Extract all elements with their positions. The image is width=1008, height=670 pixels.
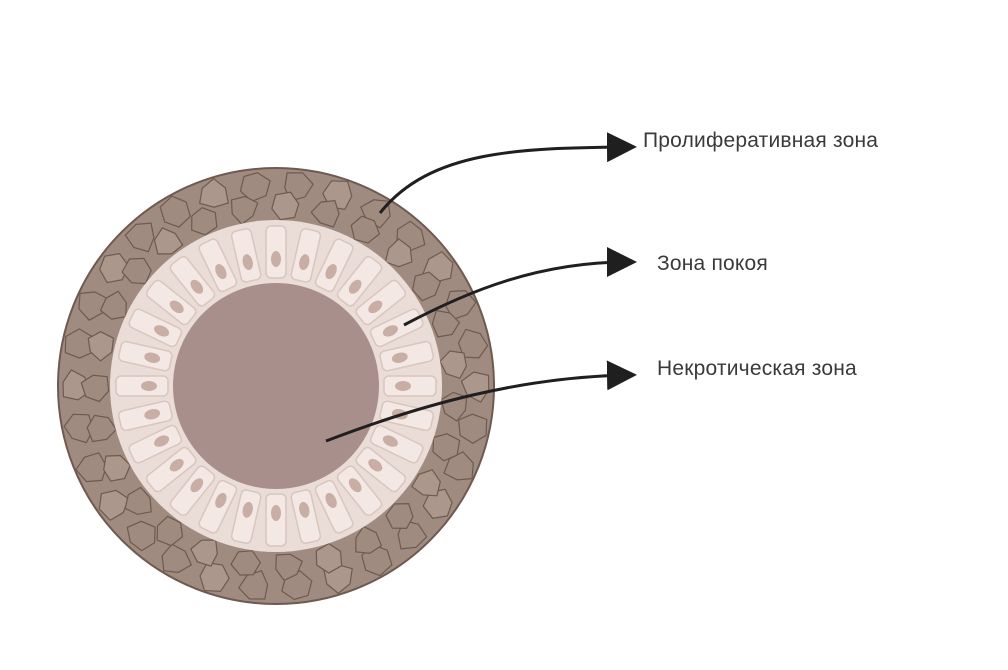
cell-nucleus [144, 409, 161, 420]
cell-nucleus [391, 352, 408, 363]
quiescent-cell [198, 238, 238, 293]
quiescent-cell [230, 489, 262, 544]
cell-nucleus [368, 458, 383, 472]
proliferative-cell [161, 543, 193, 574]
cell-nucleus [190, 279, 204, 294]
label-proliferative-zone: Пролиферативная зона [643, 129, 879, 152]
cell-nucleus [169, 458, 184, 472]
cell-nucleus [154, 435, 170, 447]
proliferative-cell [199, 562, 230, 593]
quiescent-cell [265, 493, 287, 547]
arrow-proliferative [378, 132, 637, 214]
proliferative-cell [275, 553, 304, 582]
proliferative-cell [159, 195, 191, 228]
quiescent-cell [128, 308, 183, 348]
quiescent-cell [145, 446, 197, 493]
quiescent-cell [198, 479, 238, 534]
proliferative-cell [457, 413, 488, 445]
proliferative-cell [230, 550, 262, 576]
quiescent-cell [128, 424, 183, 464]
cell-nucleus [169, 300, 184, 314]
cell-nucleus [368, 300, 383, 314]
proliferative-cell [271, 191, 300, 221]
quiescent-layer [110, 220, 442, 552]
quiescent-cell [290, 489, 322, 544]
quiescent-cell [290, 228, 322, 283]
quiescent-cell [336, 465, 383, 517]
proliferative-cell [124, 486, 152, 515]
proliferative-cell [310, 199, 340, 228]
proliferative-cell [238, 569, 269, 600]
cell-nucleus [190, 478, 204, 493]
proliferative-cell [80, 374, 110, 403]
quiescent-cell [379, 340, 434, 372]
cell-nucleus [141, 381, 157, 391]
cell-nucleus [395, 381, 411, 391]
quiescent-cell [169, 465, 216, 517]
quiescent-cell [115, 375, 169, 397]
quiescent-cell [336, 255, 383, 307]
cell-nucleus [382, 435, 398, 447]
label-quiescent-zone: Зона покоя [657, 252, 768, 275]
cell-nucleus [215, 264, 227, 280]
cell-nucleus [215, 492, 227, 508]
cell-nucleus [299, 254, 310, 271]
cell-nucleus [348, 279, 362, 294]
cell-nucleus [348, 478, 362, 493]
cell-nucleus [271, 505, 281, 521]
proliferative-cell [153, 227, 184, 255]
cell-nucleus [325, 492, 337, 508]
proliferative-cell [315, 542, 343, 574]
proliferative-cell [385, 502, 414, 530]
necrotic-core [173, 283, 379, 489]
quiescent-cell [118, 340, 173, 372]
arrow-necrotic [325, 360, 637, 443]
proliferative-cell [199, 177, 229, 208]
quiescent-cell [145, 279, 197, 326]
proliferative-cell [99, 252, 130, 284]
proliferative-cell [431, 309, 461, 338]
proliferative-cell [191, 207, 218, 236]
quiescent-cell [355, 446, 407, 493]
cell-nucleus [325, 264, 337, 280]
proliferative-cells [62, 172, 490, 601]
quiescent-cell [265, 225, 287, 279]
quiescent-cells [115, 225, 437, 547]
quiescent-cell [314, 479, 354, 534]
proliferative-cell [126, 520, 156, 552]
cell-nucleus [154, 325, 170, 337]
cell-nucleus [144, 352, 161, 363]
proliferative-cell [78, 291, 109, 321]
quiescent-cell [169, 255, 216, 307]
cell-nucleus [242, 254, 253, 271]
proliferative-cell [411, 469, 441, 497]
proliferative-cell [87, 331, 115, 362]
cell-nucleus [382, 325, 398, 337]
quiescent-cell [369, 424, 424, 464]
quiescent-cell [355, 279, 407, 326]
proliferative-cell [350, 215, 381, 244]
quiescent-cell [118, 400, 173, 432]
cell-nucleus [242, 501, 253, 518]
proliferative-cell [411, 271, 442, 302]
proliferative-cell [124, 222, 155, 253]
proliferative-cell [156, 515, 184, 547]
cell-nucleus [271, 251, 281, 267]
arrow-quiescent [403, 247, 637, 327]
proliferative-cell [457, 328, 489, 359]
quiescent-cell [383, 375, 437, 397]
quiescent-cell [230, 228, 262, 283]
quiescent-cell [314, 238, 354, 293]
cell-nucleus [299, 501, 310, 518]
label-necrotic-zone: Некротическая зона [657, 357, 857, 380]
